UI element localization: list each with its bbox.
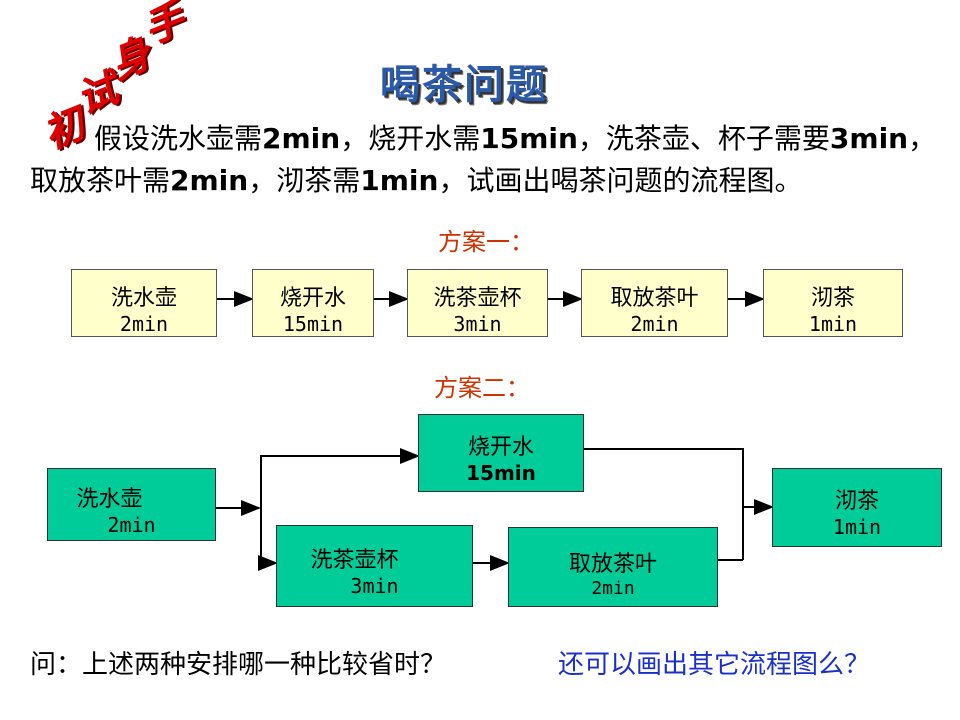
step-name: 沏茶 xyxy=(810,286,855,311)
problem-part: 3min xyxy=(829,122,909,155)
plan2-step-wash-kettle: 洗水壶 2min xyxy=(47,468,216,541)
step-time: 3min xyxy=(453,312,502,336)
plan1-step-boil-water: 烧开水 15min xyxy=(252,269,374,337)
problem-part: ，沏茶需 xyxy=(248,164,361,197)
problem-part: 2min xyxy=(262,122,341,155)
problem-part: ，取放茶叶需 xyxy=(30,122,937,197)
plan2-step-tea-leaves: 取放茶叶 2min xyxy=(508,527,718,607)
problem-part: 15min xyxy=(480,122,578,155)
step-time: 1min xyxy=(808,312,858,336)
step-name: 取放茶叶 xyxy=(610,286,699,311)
step-name: 烧开水 xyxy=(467,435,534,460)
plan2-step-boil-water: 烧开水 15min xyxy=(418,414,584,492)
problem-part: ，烧开水需 xyxy=(340,122,481,155)
hint-text: 还可以画出其它流程图么？ xyxy=(558,650,871,680)
step-time: 15min xyxy=(466,461,536,485)
step-time: 2min xyxy=(107,513,156,537)
plan2-step-brew: 沏茶 1min xyxy=(772,468,942,547)
plan1-step-wash-kettle: 洗水壶 2min xyxy=(71,269,217,337)
step-name: 洗茶壶杯 xyxy=(310,548,399,573)
plan2-step-wash-cups: 洗茶壶杯 3min xyxy=(276,525,473,607)
problem-part: 2min xyxy=(170,164,249,197)
problem-part: ，洗茶壶、杯子需要 xyxy=(577,122,830,155)
plan2-join xyxy=(584,448,744,560)
page-title: 喝茶问题 xyxy=(380,62,548,108)
step-time: 3min xyxy=(350,574,399,598)
problem-part: 假设洗水壶需 xyxy=(94,122,263,155)
problem-part: ，试画出喝茶问题的流程图。 xyxy=(438,164,803,197)
plan2-label: 方案二： xyxy=(434,374,530,402)
plan1-label: 方案一： xyxy=(438,228,534,256)
plan1-step-brew: 沏茶 1min xyxy=(763,269,903,337)
problem-text: 假设洗水壶需2min，烧开水需15min，洗茶壶、杯子需要3min，取放茶叶需2… xyxy=(30,118,940,202)
step-name: 取放茶叶 xyxy=(568,552,657,577)
step-time: 2min xyxy=(630,312,679,336)
step-name: 洗水壶 xyxy=(110,286,177,311)
problem-part: 1min xyxy=(360,164,439,197)
step-time: 15min xyxy=(282,312,344,336)
step-name: 洗茶壶杯 xyxy=(433,286,522,311)
step-name: 洗水壶 xyxy=(76,487,143,512)
plan1-step-tea-leaves: 取放茶叶 2min xyxy=(581,269,728,337)
question-text: 问：上述两种安排哪一种比较省时？ xyxy=(30,650,447,680)
plan2-fork xyxy=(258,456,278,571)
step-time: 1min xyxy=(832,515,882,539)
step-name: 沏茶 xyxy=(834,489,879,514)
step-time: 2min xyxy=(119,312,169,336)
step-name: 烧开水 xyxy=(279,286,346,311)
step-time: 2min xyxy=(591,578,635,599)
plan1-step-wash-cups: 洗茶壶杯 3min xyxy=(407,269,548,337)
